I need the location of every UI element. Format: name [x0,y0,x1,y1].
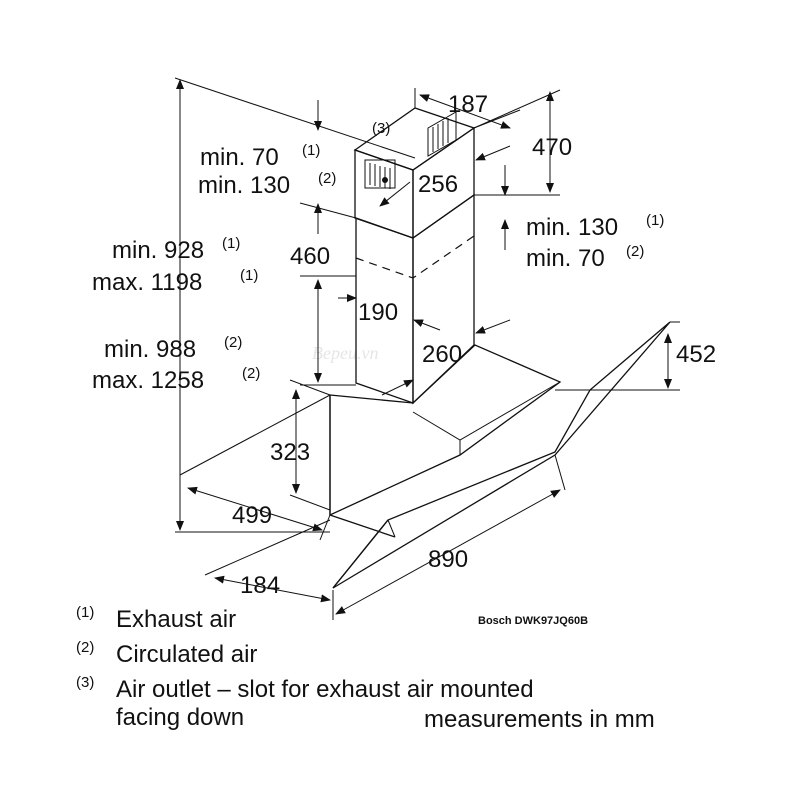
hood-body-front-edge [329,395,396,538]
chimney-overlap-line [355,235,475,279]
height-circ-max-ref: (2) [242,365,260,382]
legend-ref-2: (2) [76,639,94,656]
clearance-left-exhaust-ref: (1) [302,142,320,159]
chimney-upper-front [354,149,414,239]
callout-3: (3) [372,120,390,137]
legend-ref-3: (3) [76,674,94,691]
clearance-right-exhaust: min. 130 [526,214,618,241]
height-exhaust-max-ref: (1) [240,267,258,284]
model-name: Bosch DWK97JQ60B [478,615,588,627]
front-slot-lines [369,163,391,189]
legend-text-2: Circulated air [116,641,257,668]
dim-460-label: 460 [290,243,330,270]
height-exhaust-min-ref: (1) [222,235,240,252]
height-exhaust-min: min. 928 [112,237,204,264]
clearance-left-circ: min. 130 [198,172,290,199]
height-circ-max: max. 1258 [92,367,204,394]
dim-187-label: 187 [448,91,488,118]
dim-190-label: 190 [358,299,398,326]
clearance-right-circ-ref: (2) [626,243,644,260]
dim-499-label: 499 [232,502,272,529]
height-circ-min-ref: (2) [224,334,242,351]
dim-260-label: 260 [422,341,462,368]
chimney-lower-side [412,193,475,405]
legend-text-3-continued: facing down [116,704,244,731]
legend-text-1: Exhaust air [116,606,236,633]
hood-outline [329,107,671,589]
height-exhaust-max: max. 1198 [92,269,202,296]
clearance-right-exhaust-ref: (1) [646,212,664,229]
hood-body-crease [412,381,561,441]
dim-184-label: 184 [240,572,280,599]
clearance-left-circ-ref: (2) [318,170,336,187]
slot-marker-dot [382,177,388,183]
units-note: measurements in mm [424,706,655,733]
legend: (1) Exhaust air (2) Circulated air (3) A… [76,604,534,731]
dim-890-label: 890 [428,546,468,573]
clearance-left-exhaust: min. 70 [200,144,279,171]
watermark: Bepeu.vn [312,343,378,363]
air-outlet-slot-front [364,159,396,189]
dim-323-label: 323 [270,439,310,466]
legend-ref-1: (1) [76,604,94,621]
height-circ-min: min. 988 [104,336,196,363]
dim-256-label: 256 [418,171,458,198]
glass-panel [332,321,671,589]
dim-452-label: 452 [676,341,716,368]
clearance-right-circ: min. 70 [526,245,605,272]
glass-panel-bottom-edge [332,519,389,589]
dim-470-label: 470 [532,134,572,161]
dimension-lines [174,77,680,620]
hood-body [329,344,562,517]
legend-text-3: Air outlet – slot for exhaust air mounte… [116,676,534,703]
